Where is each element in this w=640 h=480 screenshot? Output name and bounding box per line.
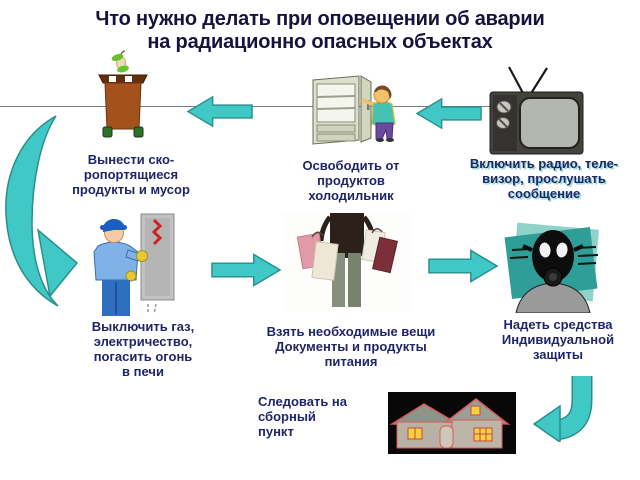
arrow-right-icon (427, 248, 499, 284)
caption-fridge: Освободить от продуктов холодильник (302, 158, 400, 203)
arrow-left-icon (412, 97, 486, 130)
caption-protection: Надеть средства Индивидуальной защиты (501, 317, 615, 362)
caption-assembly: Следовать на сборный пункт (258, 394, 348, 439)
caption-radio: Включить радио, теле- визор, прослушать … (469, 156, 619, 201)
house-icon (388, 392, 516, 454)
arrow-left-icon (184, 95, 256, 128)
caption-utilities: Выключить газ, электричество, погасить о… (91, 319, 195, 379)
tv-icon (487, 64, 587, 157)
curved-arrow-left-icon (530, 374, 598, 442)
worker-panel-icon (84, 212, 184, 318)
page-title: Что нужно делать при оповещении об авари… (95, 8, 545, 53)
curved-arrow-down-right-icon (4, 112, 86, 310)
person-bags-icon (282, 213, 410, 311)
refrigerator-icon (303, 70, 405, 150)
caption-belongings: Взять необходимые вещи Документы и проду… (266, 324, 436, 369)
arrow-right-icon (210, 252, 282, 288)
gas-mask-icon (504, 220, 602, 313)
caption-trash: Вынести ско- ропортящиеся продукты и мус… (72, 152, 190, 197)
trash-bin-icon (92, 50, 154, 142)
